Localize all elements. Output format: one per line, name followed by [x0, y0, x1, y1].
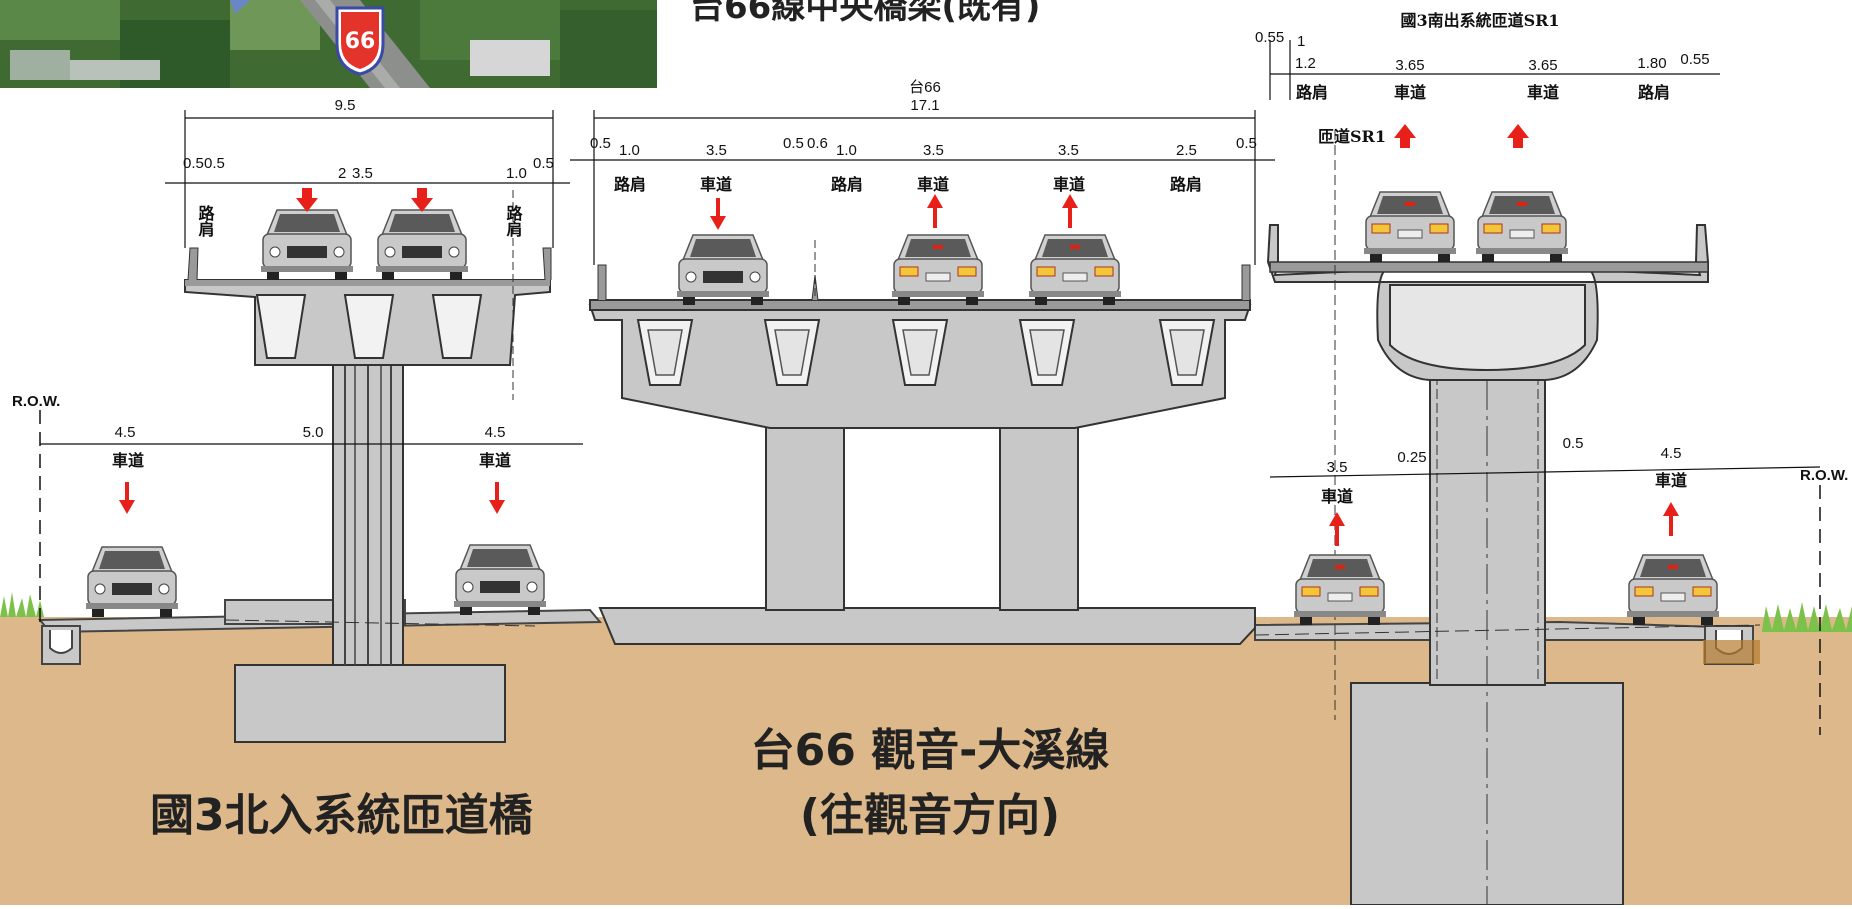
- center-dim-4: 0.6: [807, 135, 828, 152]
- ground-left-lane-b: 車道: [479, 451, 511, 470]
- left-dim-2: 2: [338, 165, 346, 182]
- right-label-1: 車道: [1394, 83, 1426, 102]
- left-shoulder-label-a: 路肩: [196, 204, 215, 238]
- ground-left-dim-1: 5.0: [303, 424, 324, 441]
- center-label-2: 路肩: [831, 175, 863, 194]
- left-total-width: 9.5: [335, 97, 356, 114]
- right-dim-3: 3.65: [1395, 57, 1424, 74]
- center-dim-0: 0.5: [590, 135, 611, 152]
- center-caption-line2: (往觀音方向): [800, 790, 1060, 841]
- center-dim-9: 0.5: [1236, 135, 1257, 152]
- row-label-right: R.O.W.: [1800, 467, 1848, 484]
- ground-left-dim-0: 4.5: [115, 424, 136, 441]
- left-dim-4: 1.0: [506, 165, 527, 182]
- ground-left-lane-a: 車道: [112, 451, 144, 470]
- grass-left: [0, 592, 44, 617]
- center-caption-line1: 台66 觀音-大溪線: [751, 725, 1110, 776]
- right-label-3: 路肩: [1638, 83, 1670, 102]
- ground-right-dim-3: 4.5: [1661, 445, 1682, 462]
- center-dim-7: 3.5: [1058, 142, 1079, 159]
- left-dim-5: 0.5: [533, 155, 554, 172]
- left-dim-1: 0.5: [204, 155, 225, 172]
- right-bridge: [1254, 130, 1761, 906]
- center-label-3: 車道: [917, 175, 949, 194]
- route-shield-number: 66: [345, 29, 376, 54]
- right-label-2: 車道: [1527, 83, 1559, 102]
- right-dim-0: 0.55: [1255, 29, 1284, 46]
- right-dim-1: 1: [1297, 33, 1305, 50]
- grass-right: [1762, 602, 1852, 632]
- center-total-width: 17.1: [910, 97, 939, 114]
- ground-right-dim-0: 3.5: [1327, 459, 1348, 476]
- center-label-0: 路肩: [614, 175, 646, 194]
- center-dim-1: 1.0: [619, 142, 640, 159]
- right-dim-5: 1.80: [1637, 55, 1666, 72]
- center-dim-8: 2.5: [1176, 142, 1197, 159]
- center-label-5: 路肩: [1170, 175, 1202, 194]
- center-bridge: [588, 240, 1256, 645]
- right-section-title: 國3南出系統匝道SR1: [1400, 11, 1559, 30]
- right-dim-4: 3.65: [1528, 57, 1557, 74]
- aerial-photo-inset: [0, 0, 657, 88]
- center-dim-3: 0.5: [783, 135, 804, 152]
- center-dim-6: 3.5: [923, 142, 944, 159]
- ground-right-lane-b: 車道: [1655, 471, 1687, 490]
- center-label-4: 車道: [1053, 175, 1085, 194]
- left-bridge: [184, 190, 552, 743]
- right-dim-6: 0.55: [1680, 51, 1709, 68]
- ground-right-dim-2: 0.5: [1563, 435, 1584, 452]
- center-dim-2: 3.5: [706, 142, 727, 159]
- ramp-label: 匝道SR1: [1318, 127, 1386, 146]
- top-title: 台66線中央橋梁(既有): [690, 0, 1040, 27]
- left-bridge-caption: 國3北入系統匝道橋: [150, 790, 533, 841]
- ground-right-dim-1: 0.25: [1397, 449, 1426, 466]
- left-dim-3: 3.5: [352, 165, 373, 182]
- right-dim-2: 1.2: [1295, 55, 1316, 72]
- center-route-label: 台66: [909, 79, 941, 96]
- ground-right-lane-a: 車道: [1321, 487, 1353, 506]
- dimension-lines: [40, 40, 1821, 478]
- ground-left-dim-2: 4.5: [485, 424, 506, 441]
- right-label-0: 路肩: [1296, 83, 1328, 102]
- center-label-1: 車道: [700, 175, 732, 194]
- left-dim-0: 0.5: [183, 155, 204, 172]
- center-dim-5: 1.0: [836, 142, 857, 159]
- left-shoulder-label-b: 路肩: [504, 204, 523, 238]
- route-66-shield-icon: 66: [335, 6, 385, 76]
- row-label-left: R.O.W.: [12, 393, 60, 410]
